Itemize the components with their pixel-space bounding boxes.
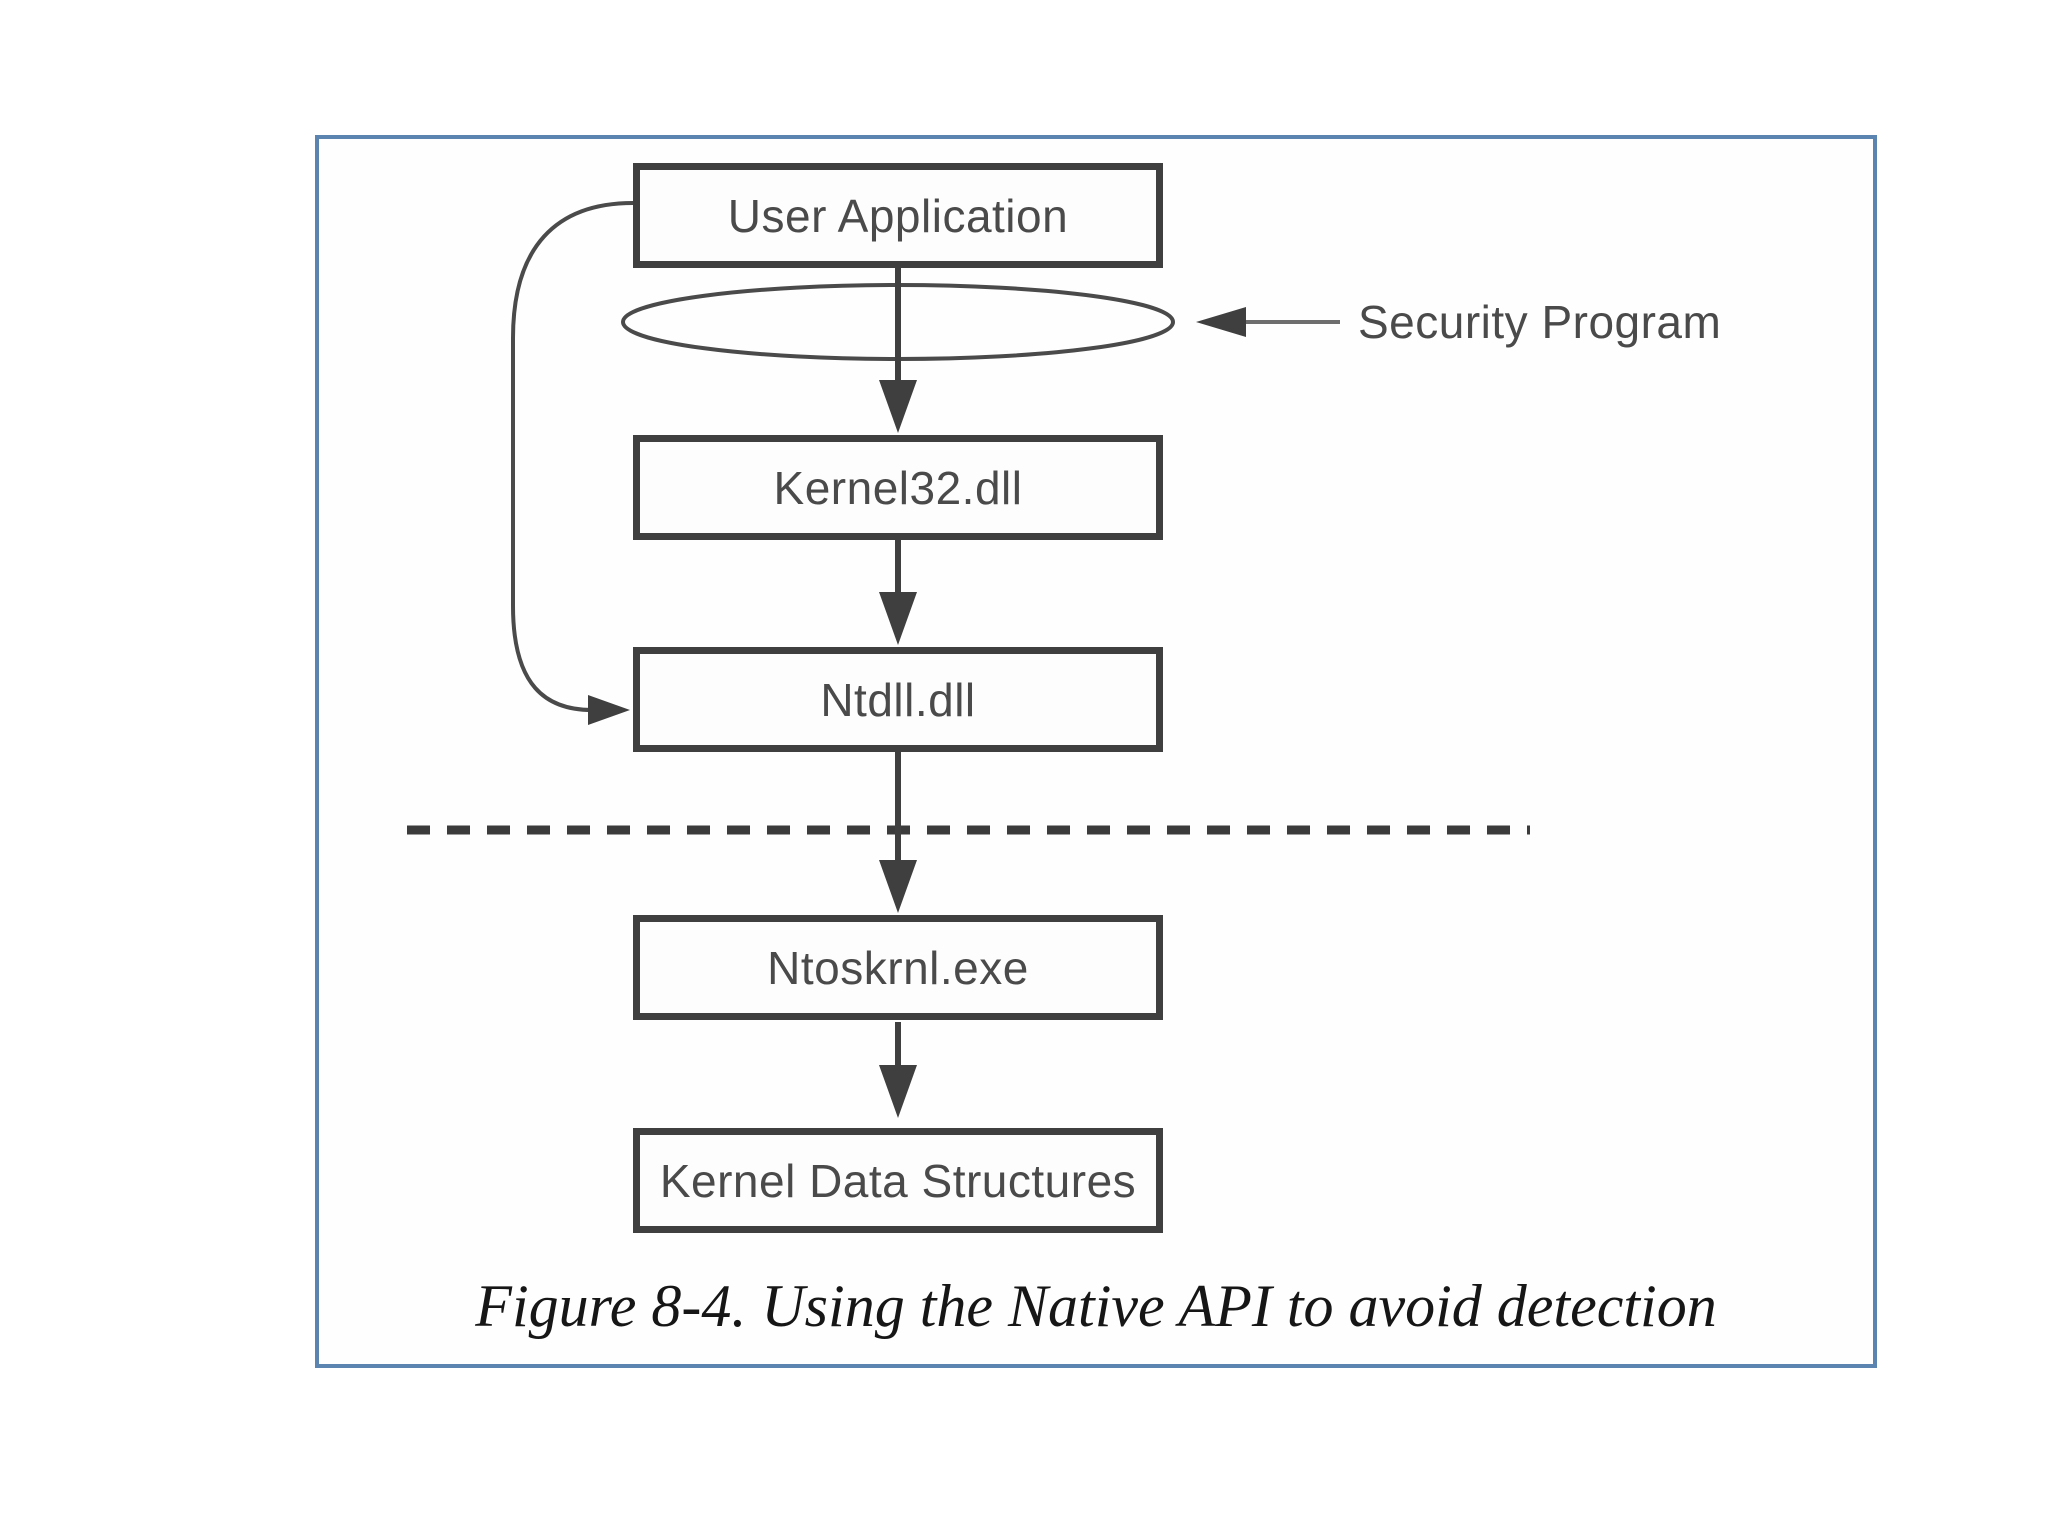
security-program-label: Security Program [1358,286,1721,358]
node-ntdll-dll: Ntdll.dll [633,647,1163,752]
node-user-application-label: User Application [727,189,1069,242]
node-kernel32-dll-label: Kernel32.dll [773,461,1023,514]
node-user-application: User Application [633,163,1163,268]
node-kernel-data-structures: Kernel Data Structures [633,1128,1163,1233]
node-kernel32-dll: Kernel32.dll [633,435,1163,540]
security-program-label-text: Security Program [1358,296,1722,348]
node-kernel-data-structures-label: Kernel Data Structures [659,1154,1137,1207]
figure-caption: Figure 8-4. Using the Native API to avoi… [475,1273,1717,1339]
node-ntoskrnl-exe-label: Ntoskrnl.exe [767,941,1029,994]
node-ntoskrnl-exe: Ntoskrnl.exe [633,915,1163,1020]
node-ntdll-dll-label: Ntdll.dll [820,673,976,726]
